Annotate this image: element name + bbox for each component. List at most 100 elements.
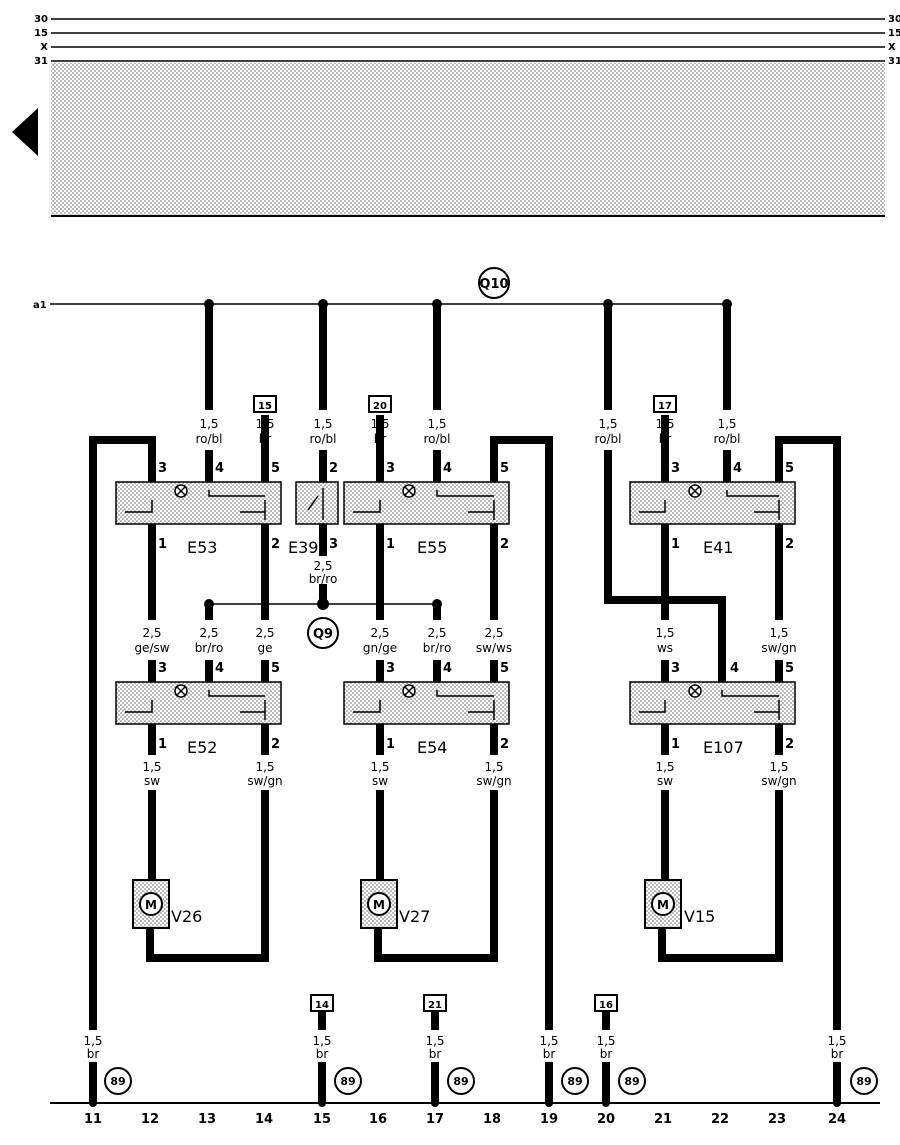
column-number: 21 (654, 1112, 672, 1127)
lamp-icon (402, 484, 416, 498)
svg-text:1: 1 (671, 737, 680, 752)
switch-e39[interactable] (295, 481, 339, 525)
wire-label: 1,5br (425, 1034, 444, 1061)
svg-text:1,5: 1,5 (427, 417, 446, 431)
wire-label: 1,5ro/bl (309, 417, 336, 446)
column-number: 11 (84, 1112, 102, 1127)
motor-v26[interactable]: M V26 (132, 879, 202, 929)
svg-text:ro/bl: ro/bl (309, 432, 336, 446)
svg-text:br: br (259, 432, 272, 446)
svg-text:15: 15 (258, 401, 272, 412)
svg-text:1,5: 1,5 (769, 760, 788, 774)
motor-label-v27: V27 (399, 907, 430, 926)
svg-text:br: br (600, 1047, 613, 1061)
switch-e107[interactable] (629, 681, 796, 725)
motor-label-v15: V15 (684, 907, 715, 926)
wire-label: 1,5ro/bl (594, 417, 621, 446)
switch-label-e107: E107 (703, 738, 744, 757)
svg-text:2,5: 2,5 (370, 626, 389, 640)
fuse-tag-14: 14 (310, 994, 334, 1012)
svg-text:1,5: 1,5 (425, 1034, 444, 1048)
switch-labels: E53 E39 E55 E41 E52 E54 E107 (187, 538, 744, 757)
wire-label: 1,5sw (655, 760, 674, 788)
column-number: 18 (483, 1112, 501, 1127)
motor-icon (367, 892, 391, 916)
bus-area: 30 15 X 31 30 15 X 31 (12, 14, 900, 217)
wire-label: 2,5sw/ws (476, 626, 512, 655)
svg-text:1: 1 (386, 537, 395, 552)
switch-boxes (115, 481, 796, 725)
motor-v27[interactable]: M V27 (360, 879, 430, 929)
ground-ref-q9-label: Q9 (313, 627, 333, 642)
svg-text:M: M (373, 898, 385, 912)
switch-e41[interactable] (629, 481, 796, 525)
ground-badge: 89 (334, 1067, 362, 1095)
svg-text:br/ro: br/ro (309, 572, 338, 586)
motor-icon (139, 892, 163, 916)
svg-text:89: 89 (856, 1075, 871, 1088)
switch-label-e54: E54 (417, 738, 447, 757)
wire-label: 2,5ge/sw (134, 626, 169, 655)
column-number: 19 (540, 1112, 558, 1127)
switch-e54[interactable] (343, 681, 510, 725)
svg-text:ro/bl: ro/bl (594, 432, 621, 446)
bus-label-15-left: 15 (34, 28, 48, 39)
svg-text:1,5: 1,5 (255, 417, 274, 431)
column-number: 17 (426, 1112, 444, 1127)
ground-badge: 89 (447, 1067, 475, 1095)
svg-text:89: 89 (110, 1075, 125, 1088)
svg-text:sw/gn: sw/gn (761, 774, 796, 788)
svg-text:sw: sw (144, 774, 160, 788)
svg-text:1,5: 1,5 (539, 1034, 558, 1048)
svg-text:5: 5 (271, 661, 280, 676)
svg-text:4: 4 (215, 461, 224, 476)
lamp-icon (402, 684, 416, 698)
svg-text:1,5: 1,5 (655, 417, 674, 431)
fuse-area-stipple (51, 63, 885, 216)
svg-text:1,5: 1,5 (313, 417, 332, 431)
wire-label: 2,5ge (255, 626, 274, 655)
column-number: 16 (369, 1112, 387, 1127)
switch-label-e52: E52 (187, 738, 217, 757)
wire-label: 1,5ro/bl (713, 417, 740, 446)
svg-text:sw/gn: sw/gn (476, 774, 511, 788)
ground-badge: 89 (850, 1067, 878, 1095)
svg-text:89: 89 (340, 1075, 355, 1088)
svg-text:br: br (316, 1047, 329, 1061)
svg-text:ws: ws (657, 641, 673, 655)
svg-text:2,5: 2,5 (313, 559, 332, 573)
column-number: 23 (768, 1112, 786, 1127)
svg-text:2,5: 2,5 (199, 626, 218, 640)
svg-text:89: 89 (567, 1075, 582, 1088)
wire-label: 2,5br/ro (195, 626, 224, 655)
svg-text:2,5: 2,5 (484, 626, 503, 640)
ground-badge: 89 (618, 1067, 646, 1095)
switch-e55[interactable] (343, 481, 510, 525)
svg-text:ro/bl: ro/bl (713, 432, 740, 446)
svg-text:3: 3 (329, 537, 338, 552)
svg-text:br/ro: br/ro (423, 641, 452, 655)
svg-text:5: 5 (785, 661, 794, 676)
svg-text:4: 4 (215, 661, 224, 676)
svg-text:3: 3 (671, 661, 680, 676)
ground-ref-q10 (478, 267, 510, 299)
svg-text:1,5: 1,5 (598, 417, 617, 431)
wire-label: 1,5ro/bl (195, 417, 222, 446)
wire-label: 2,5br/ro (309, 559, 338, 586)
svg-text:2: 2 (785, 737, 794, 752)
motor-v15[interactable]: M V15 (644, 879, 715, 929)
svg-text:4: 4 (730, 661, 739, 676)
ground-badge: 89 (561, 1067, 589, 1095)
bus-label-30-left: 30 (34, 14, 48, 25)
wire-label: 1,5br (827, 1034, 846, 1061)
svg-text:3: 3 (158, 461, 167, 476)
switch-e52[interactable] (115, 681, 282, 725)
svg-text:5: 5 (271, 461, 280, 476)
bus-label-x-right: X (888, 42, 896, 53)
ground-ref-q10-label: Q10 (479, 277, 508, 292)
page-back-arrow-icon[interactable] (12, 108, 38, 156)
fuse-tags: 15 20 17 14 21 16 (253, 395, 677, 1012)
wire-label: 1,5br (83, 1034, 102, 1061)
switch-e53[interactable] (115, 481, 282, 525)
svg-text:br: br (659, 432, 672, 446)
